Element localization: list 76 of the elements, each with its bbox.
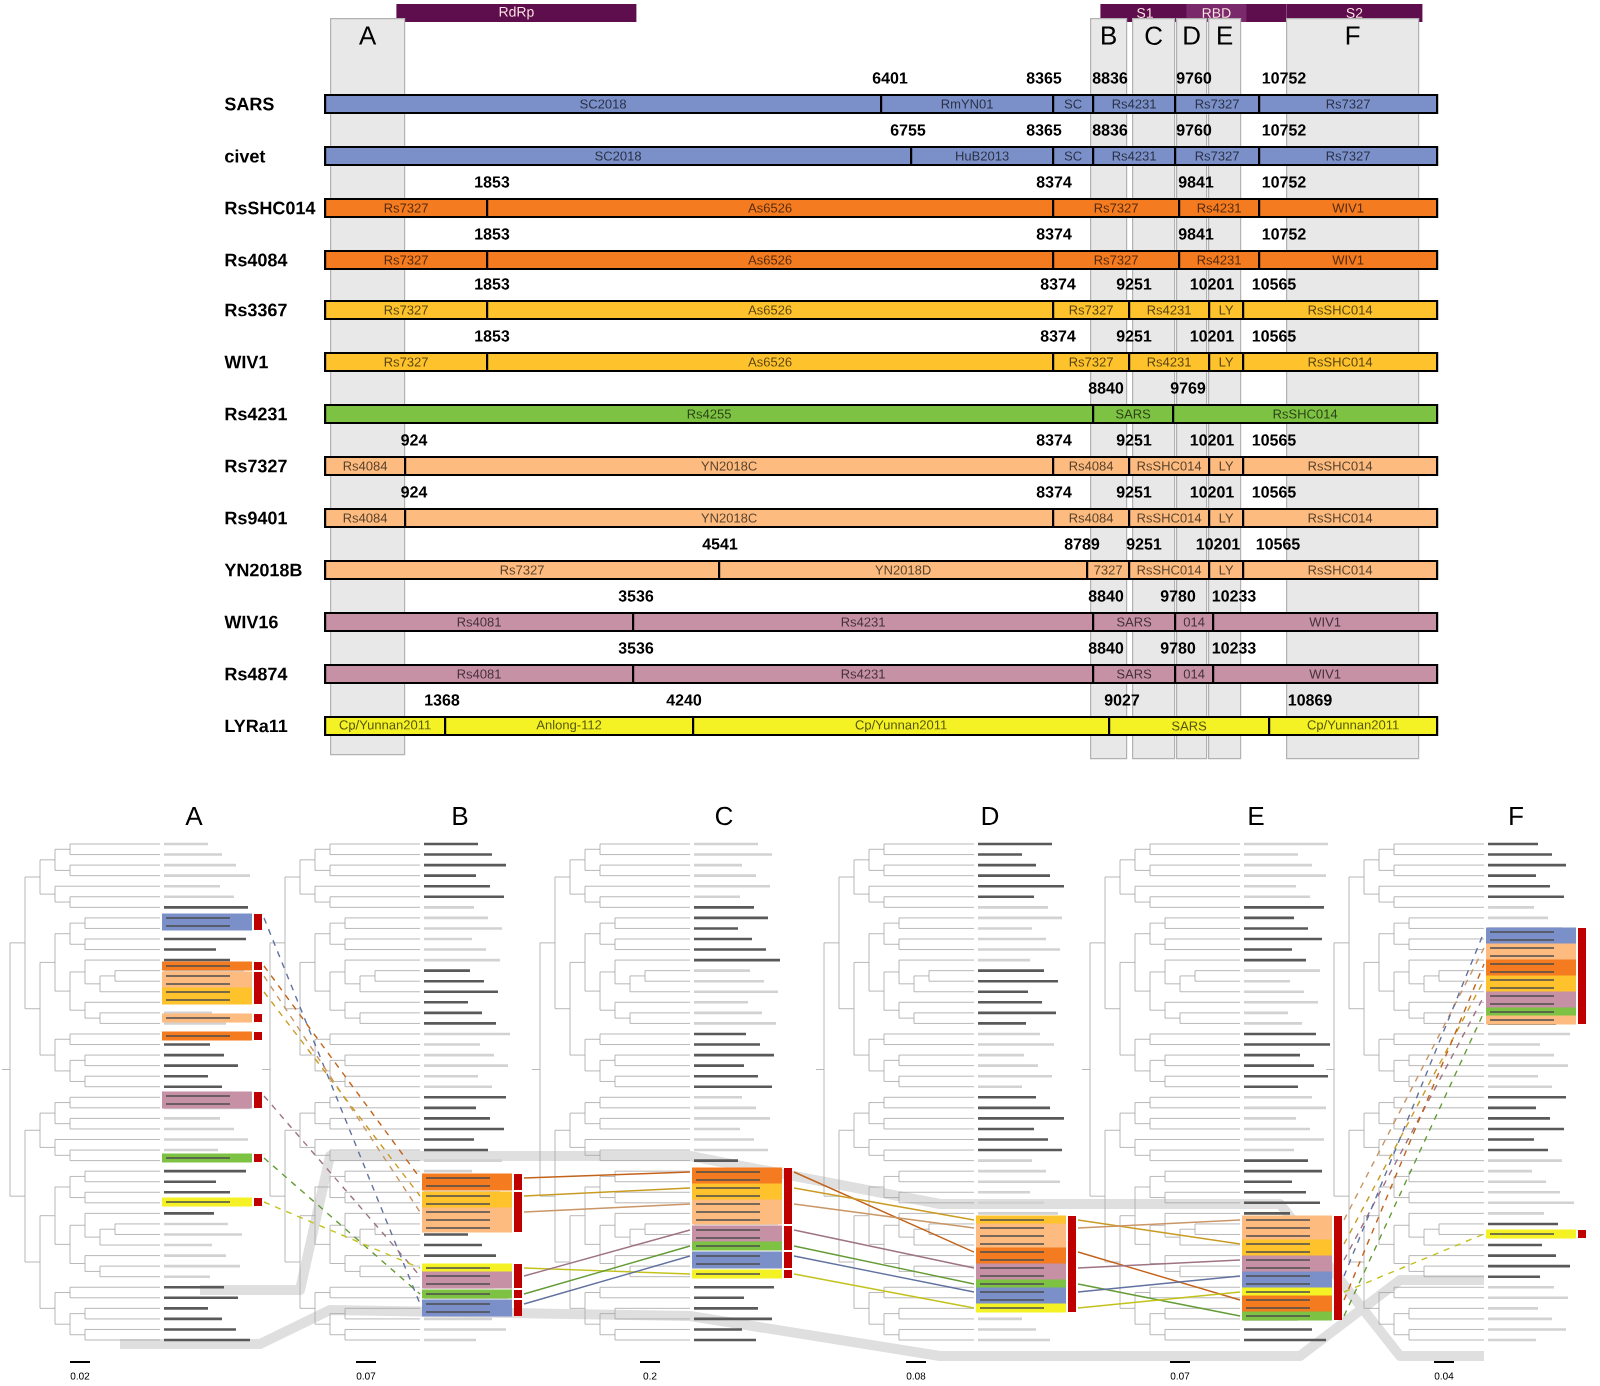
breakpoint-number: 8836 bbox=[1092, 124, 1128, 136]
breakpoint-number: 924 bbox=[401, 434, 428, 446]
panel-letter: C bbox=[715, 806, 733, 826]
genome-name: Rs9401 bbox=[225, 511, 287, 525]
breakpoint-number: 10565 bbox=[1252, 434, 1296, 446]
breakpoint-number: 1853 bbox=[475, 278, 510, 290]
panel-letter: D bbox=[982, 807, 999, 825]
breakpoint-number: 924 bbox=[401, 486, 428, 498]
breakpoint-number: 10565 bbox=[1256, 538, 1300, 550]
breakpoint-number: 9760 bbox=[1176, 72, 1212, 84]
breakpoint-number: 10752 bbox=[1262, 228, 1306, 240]
genome-name: Rs7327 bbox=[225, 459, 287, 473]
breakpoint-number: 8374 bbox=[1036, 434, 1072, 446]
breakpoint-number: 1853 bbox=[475, 176, 510, 188]
breakpoint-number: 8374 bbox=[1036, 176, 1072, 188]
breakpoint-number: 10565 bbox=[1252, 278, 1296, 290]
breakpoint-number: 9251 bbox=[1126, 538, 1162, 550]
breakpoint-number: 9251 bbox=[1116, 278, 1152, 290]
genome-name: LYRa11 bbox=[225, 719, 288, 733]
breakpoint-number: 10201 bbox=[1190, 278, 1234, 290]
breakpoint-number: 8374 bbox=[1040, 330, 1076, 342]
breakpoint-number: 8840 bbox=[1088, 642, 1124, 654]
panel-letter: A bbox=[185, 807, 203, 825]
breakpoint-number: 6401 bbox=[872, 72, 908, 84]
breakpoint-number: 9841 bbox=[1178, 176, 1214, 188]
genome-name: civet bbox=[225, 149, 266, 163]
breakpoint-number: 9251 bbox=[1116, 486, 1152, 498]
breakpoint-number: 10233 bbox=[1212, 590, 1256, 602]
breakpoint-number: 10752 bbox=[1262, 176, 1306, 188]
genome-name: YN2018B bbox=[224, 563, 302, 577]
genome-name: Rs3367 bbox=[225, 303, 287, 317]
breakpoint-number: 10869 bbox=[1288, 694, 1332, 706]
genome-name: WIV16 bbox=[224, 615, 278, 629]
breakpoint-number: 8374 bbox=[1040, 278, 1076, 290]
breakpoint-number: 9027 bbox=[1104, 694, 1140, 706]
breakpoint-number: 8374 bbox=[1036, 486, 1072, 498]
breakpoint-number: 9251 bbox=[1116, 330, 1152, 342]
breakpoint-number: 10201 bbox=[1190, 486, 1234, 498]
breakpoint-number: 1853 bbox=[475, 330, 510, 342]
breakpoint-number: 9760 bbox=[1176, 124, 1212, 136]
breakpoint-number: 3536 bbox=[618, 590, 654, 602]
breakpoint-number: 10233 bbox=[1212, 642, 1256, 654]
breakpoint-number: 8374 bbox=[1036, 228, 1072, 240]
breakpoint-number: 6755 bbox=[890, 124, 926, 136]
breakpoint-number: 1853 bbox=[475, 228, 510, 240]
panel-letter: F bbox=[1510, 807, 1523, 825]
genome-name: Rs4084 bbox=[225, 253, 288, 267]
breakpoint-number: 10565 bbox=[1252, 330, 1296, 342]
breakpoint-number: 10201 bbox=[1190, 330, 1234, 342]
genome-name: SARS bbox=[224, 97, 274, 111]
breakpoint-number: 8836 bbox=[1092, 72, 1128, 84]
breakpoint-number: 3536 bbox=[618, 642, 654, 654]
breakpoint-number: 1368 bbox=[425, 694, 460, 706]
breakpoint-number: 8365 bbox=[1026, 72, 1062, 84]
genome-name: RsSHC014 bbox=[225, 201, 316, 215]
breakpoint-number: 9769 bbox=[1170, 382, 1206, 394]
panel-letter: B bbox=[453, 807, 468, 825]
genome-name: WIV1 bbox=[224, 355, 268, 369]
panel-letter: E bbox=[1249, 807, 1264, 825]
breakpoint-number: 10752 bbox=[1262, 72, 1306, 84]
breakpoint-number: 9841 bbox=[1178, 228, 1214, 240]
breakpoint-number: 10752 bbox=[1262, 124, 1306, 136]
genome-name: Rs4231 bbox=[225, 407, 287, 421]
breakpoint-number: 10201 bbox=[1196, 538, 1240, 550]
breakpoint-number: 8789 bbox=[1064, 538, 1100, 550]
breakpoint-number: 10201 bbox=[1190, 434, 1234, 446]
breakpoint-number: 8365 bbox=[1026, 124, 1062, 136]
breakpoint-number: 10565 bbox=[1252, 486, 1296, 498]
breakpoint-number: 9780 bbox=[1160, 590, 1196, 602]
breakpoint-number: 4240 bbox=[666, 694, 702, 706]
breakpoint-number: 4541 bbox=[702, 538, 738, 550]
breakpoint-number: 9251 bbox=[1116, 434, 1152, 446]
breakpoint-number: 8840 bbox=[1088, 382, 1124, 394]
genome-name: Rs4874 bbox=[225, 667, 288, 681]
breakpoint-number: 9780 bbox=[1160, 642, 1196, 654]
breakpoint-number: 8840 bbox=[1088, 590, 1124, 602]
